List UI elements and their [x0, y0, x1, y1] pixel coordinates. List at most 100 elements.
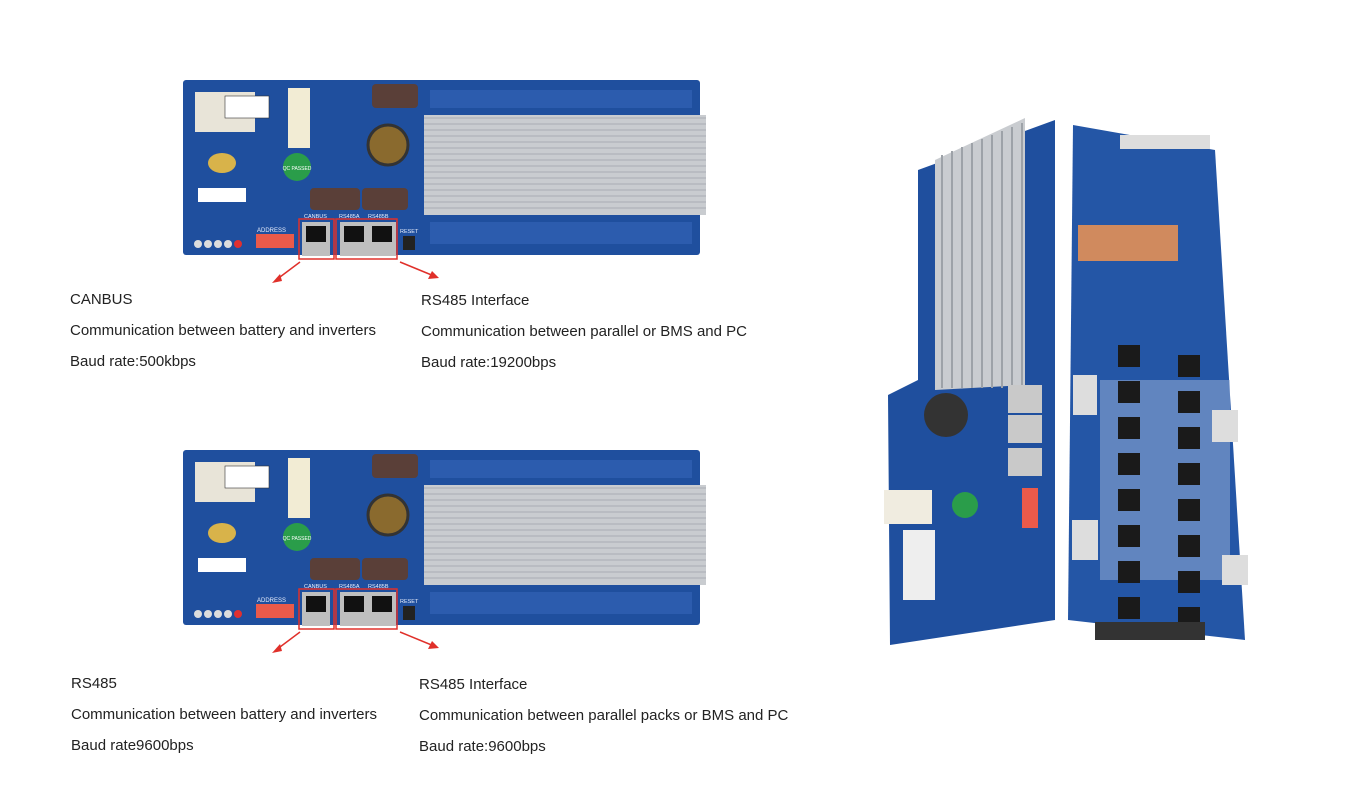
capacitor	[362, 558, 408, 580]
section-1-left: CANBUS Communication between battery and…	[70, 284, 376, 377]
arrow-head-left	[272, 274, 282, 283]
led	[194, 610, 202, 618]
address-dip-switch	[256, 604, 294, 618]
mosfet	[1118, 525, 1140, 547]
capacitor	[310, 558, 360, 580]
rs485-highlight-box	[335, 218, 398, 260]
reset-label: RESET	[400, 229, 419, 235]
qc-passed-sticker	[283, 153, 311, 181]
qc-passed-sticker	[283, 523, 311, 551]
label-sticker	[884, 490, 932, 524]
capacitor	[372, 84, 418, 108]
port-description: Communication between battery and invert…	[71, 706, 377, 723]
reset-button	[403, 606, 415, 620]
port-title: RS485 Interface	[421, 292, 530, 309]
port-title: CANBUS	[70, 291, 133, 308]
arrow-right	[399, 261, 435, 277]
arrow-right	[399, 631, 435, 647]
bms-board-photo: QC PASSED ADDRESS CANBUS RS485A RS485B RESET	[183, 80, 706, 283]
qc-passed-text: QC PASSED	[283, 536, 312, 542]
rj45-opening	[372, 596, 392, 612]
checklist-sticker	[224, 465, 270, 489]
capacitor-block	[288, 458, 310, 518]
arrow-head-right	[428, 641, 439, 649]
port-baud-rate: Baud rate:500kbps	[70, 353, 196, 370]
heatsink	[424, 485, 706, 585]
arrow-head-left	[272, 644, 282, 653]
rj45-port	[1008, 385, 1042, 413]
mosfet-row	[430, 460, 692, 478]
port-baud-rate: Baud rate9600bps	[71, 737, 194, 754]
mosfet	[1118, 453, 1140, 475]
checklist-sticker	[903, 530, 935, 600]
led	[224, 610, 232, 618]
mosfet	[1118, 489, 1140, 511]
rs485b-label: RS485B	[368, 584, 389, 590]
rj45-opening	[372, 226, 392, 242]
mosfet	[1118, 597, 1140, 619]
toroid-inductor	[366, 123, 410, 167]
mosfet	[1178, 391, 1200, 413]
bracket	[1073, 375, 1097, 415]
led	[214, 610, 222, 618]
mosfet	[1178, 535, 1200, 557]
rj45-port	[1008, 415, 1042, 443]
canbus-label: CANBUS	[304, 214, 327, 220]
port-description: Communication between battery and invert…	[70, 322, 376, 339]
mosfet	[1178, 463, 1200, 485]
port-description: Communication between parallel or BMS an…	[421, 323, 747, 340]
mosfet	[1118, 561, 1140, 583]
mosfet	[1178, 571, 1200, 593]
rs485a-label: RS485A	[339, 584, 360, 590]
bms-board-angled-photo	[884, 118, 1248, 645]
capacitor	[310, 188, 360, 210]
port-title: RS485	[71, 675, 117, 692]
reset-label: RESET	[400, 599, 419, 605]
capacitor	[362, 188, 408, 210]
mosfet	[1178, 355, 1200, 377]
rj45-opening	[344, 226, 364, 242]
canbus-highlight-box	[298, 588, 335, 630]
canbus-highlight-box	[298, 218, 335, 260]
toroid-inductor	[366, 493, 410, 537]
inductor	[208, 153, 236, 173]
led	[234, 610, 242, 618]
mosfet-row	[430, 592, 692, 614]
barcode-label	[198, 558, 246, 572]
led	[194, 240, 202, 248]
barcode-label	[198, 188, 246, 202]
port-title: RS485 Interface	[419, 676, 528, 693]
led	[214, 240, 222, 248]
checklist-sticker	[224, 95, 270, 119]
mosfet	[1178, 499, 1200, 521]
led	[224, 240, 232, 248]
capacitor	[372, 454, 418, 478]
connector	[1120, 135, 1210, 149]
port-baud-rate: Baud rate:19200bps	[421, 354, 557, 371]
mosfet	[1118, 345, 1140, 367]
address-dip-switch	[1022, 488, 1038, 528]
mosfet-area	[1100, 380, 1230, 580]
mosfet	[1118, 417, 1140, 439]
arrow-head-right	[428, 271, 439, 279]
heatsink-bottom	[1095, 622, 1205, 640]
rs485a-label: RS485A	[339, 214, 360, 220]
copper-busbar	[1078, 225, 1178, 261]
section-2-right: RS485 Interface Communication between pa…	[419, 669, 788, 762]
address-label: ADDRESS	[257, 228, 286, 234]
port-baud-rate: Baud rate:9600bps	[419, 738, 546, 755]
canbus-label: CANBUS	[304, 584, 327, 590]
rs485b-label: RS485B	[368, 214, 389, 220]
port-description: Communication between parallel packs or …	[419, 707, 789, 724]
address-dip-switch	[256, 234, 294, 248]
reset-button	[403, 236, 415, 250]
mosfet	[1118, 381, 1140, 403]
rj45-opening	[344, 596, 364, 612]
rj45-opening	[306, 226, 326, 242]
rj45-opening	[306, 596, 326, 612]
mosfet-row	[430, 90, 692, 108]
qc-passed-text: QC PASSED	[283, 166, 312, 172]
capacitor-block	[288, 88, 310, 148]
led	[234, 240, 242, 248]
